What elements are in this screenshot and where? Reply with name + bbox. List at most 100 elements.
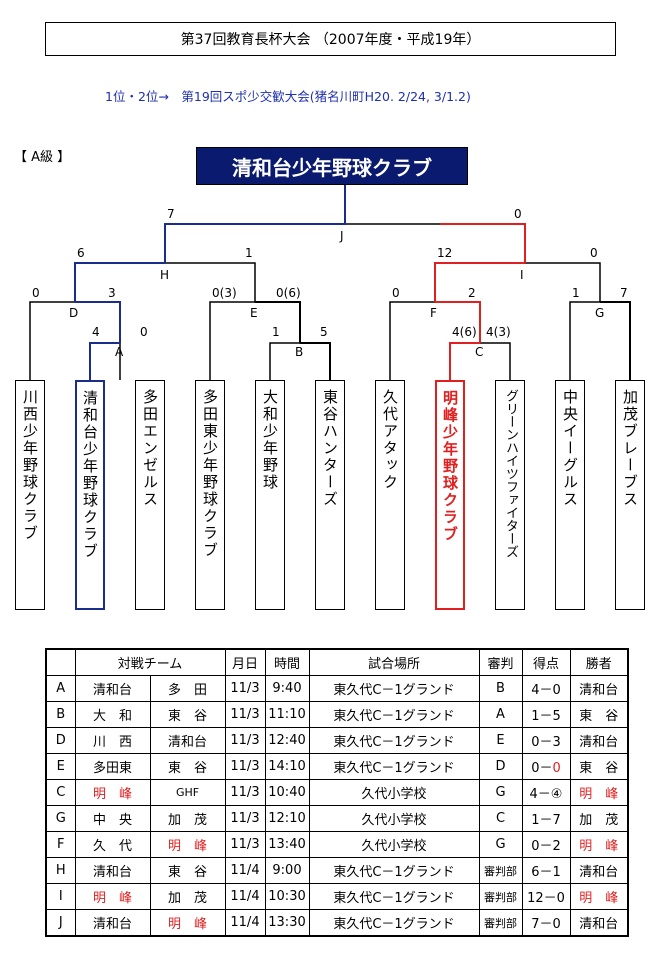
team-1: 中 央 (74, 805, 151, 832)
match-date: 11/4 (224, 883, 266, 910)
team-2: 東 谷 (149, 857, 226, 884)
bracket-line-b-win (300, 342, 331, 380)
match-date: 11/4 (224, 857, 266, 884)
score-g-left: 1 (572, 286, 580, 300)
team-box-yamato: 大和少年野球 (255, 380, 285, 610)
team-2: 明 峰 (149, 831, 226, 858)
score-h-right: 1 (245, 246, 253, 260)
match-place: 久代小学校 (308, 805, 480, 832)
match-time: 10:40 (264, 779, 310, 806)
bracket-line-f-win (435, 301, 481, 343)
team-2: 東 谷 (149, 753, 226, 780)
score-i-left: 12 (437, 246, 453, 260)
match-time: 11:10 (264, 701, 310, 728)
score-d-right: 3 (108, 286, 116, 300)
match-score: 6－1 (521, 857, 571, 884)
match-time: 10:30 (264, 883, 310, 910)
match-date: 11/3 (224, 701, 266, 728)
match-id: F (45, 831, 76, 858)
header-umpire: 審判 (478, 648, 523, 676)
team-1: 川 西 (74, 727, 151, 754)
results-table: 対戦チーム 月日 時間 試合場所 審判 得点 勝者 A 清和台 多 田 11/3… (45, 648, 629, 937)
match-label-d: D (69, 306, 79, 320)
match-place: 久代小学校 (308, 779, 480, 806)
score-c-left: 4(6) (452, 325, 477, 339)
header-time: 時間 (264, 648, 310, 676)
bracket-line-i-win (434, 262, 525, 302)
team-1: 清和台 (74, 909, 151, 937)
score-d-left: 0 (32, 286, 40, 300)
match-winner: 東 谷 (569, 701, 629, 728)
score-e-right: 0(6) (276, 286, 301, 300)
score-b-right: 5 (320, 325, 328, 339)
match-umpire: E (478, 727, 523, 754)
header-id (45, 648, 76, 676)
match-place: 東久代C－1グランド (308, 727, 480, 754)
table-row: D 川 西 清和台 11/3 12:40 東久代C－1グランド E 0－3 清和… (45, 727, 629, 754)
match-place: 東久代C－1グランド (308, 857, 480, 884)
bracket-line-j-win-left (164, 185, 346, 263)
match-label-a: A (115, 345, 124, 359)
match-label-f: F (430, 306, 437, 320)
team-2: 加 茂 (149, 805, 226, 832)
table-row: F 久 代 明 峰 11/3 13:40 久代小学校 G 0－2 明 峰 (45, 831, 629, 858)
table-header-row: 対戦チーム 月日 時間 試合場所 審判 得点 勝者 (45, 648, 629, 676)
match-date: 11/3 (224, 727, 266, 754)
team-box-kawanishi: 川西少年野球クラブ (15, 380, 45, 610)
match-date: 11/3 (224, 779, 266, 806)
match-date: 11/3 (224, 805, 266, 832)
score-a-left: 4 (92, 325, 100, 339)
match-umpire: 審判部 (478, 909, 523, 937)
match-winner: 清和台 (569, 675, 629, 702)
match-id: G (45, 805, 76, 832)
table-row: G 中 央 加 茂 11/3 12:10 久代小学校 C 1－7 加 茂 (45, 805, 629, 832)
match-score: 4－0 (521, 675, 571, 702)
header-place: 試合場所 (308, 648, 480, 676)
match-date: 11/3 (224, 753, 266, 780)
match-id: A (45, 675, 76, 702)
score-a-right: 0 (140, 325, 148, 339)
match-label-j: J (340, 229, 344, 243)
match-umpire: G (478, 779, 523, 806)
team-1: 清和台 (74, 675, 151, 702)
match-umpire: G (478, 831, 523, 858)
match-winner: 加 茂 (569, 805, 629, 832)
match-time: 13:40 (264, 831, 310, 858)
match-time: 12:10 (264, 805, 310, 832)
team-box-green-heights: グリーンハイツファイターズ (495, 380, 525, 610)
match-umpire: 審判部 (478, 857, 523, 884)
match-winner: 明 峰 (569, 779, 629, 806)
match-id: I (45, 883, 76, 910)
score-b-left: 1 (272, 325, 280, 339)
match-date: 11/3 (224, 675, 266, 702)
match-place: 東久代C－1グランド (308, 909, 480, 937)
match-id: C (45, 779, 76, 806)
team-2: 多 田 (149, 675, 226, 702)
header-score: 得点 (521, 648, 571, 676)
match-id: H (45, 857, 76, 884)
page-title: 第37回教育長杯大会 （2007年度・平成19年） (45, 22, 616, 56)
header-winner: 勝者 (569, 648, 629, 676)
match-time: 9:40 (264, 675, 310, 702)
match-score: 1－7 (521, 805, 571, 832)
match-score-part-b: 0 (552, 761, 561, 776)
team-1: 久 代 (74, 831, 151, 858)
match-score-part-a: 0－ (531, 761, 553, 776)
table-row: E 多田東 東 谷 11/3 14:10 東久代C－1グランド D 0－0 東 … (45, 753, 629, 780)
match-winner: 清和台 (569, 727, 629, 754)
team-box-kamo: 加茂ブレーブス (615, 380, 645, 610)
match-time: 14:10 (264, 753, 310, 780)
match-id: B (45, 701, 76, 728)
header-date: 月日 (224, 648, 266, 676)
match-label-h: H (160, 268, 170, 282)
match-date: 11/3 (224, 831, 266, 858)
match-score: 7－0 (521, 909, 571, 937)
match-umpire: A (478, 701, 523, 728)
match-time: 13:30 (264, 909, 310, 937)
match-label-g: G (595, 306, 605, 320)
table-row: H 清和台 東 谷 11/4 9:00 東久代C－1グランド 審判部 6－1 清… (45, 857, 629, 884)
table-row: B 大 和 東 谷 11/3 11:10 東久代C－1グランド A 1－5 東 … (45, 701, 629, 728)
team-box-higashitani: 東谷ハンターズ (315, 380, 345, 610)
team-2: 清和台 (149, 727, 226, 754)
match-umpire: C (478, 805, 523, 832)
